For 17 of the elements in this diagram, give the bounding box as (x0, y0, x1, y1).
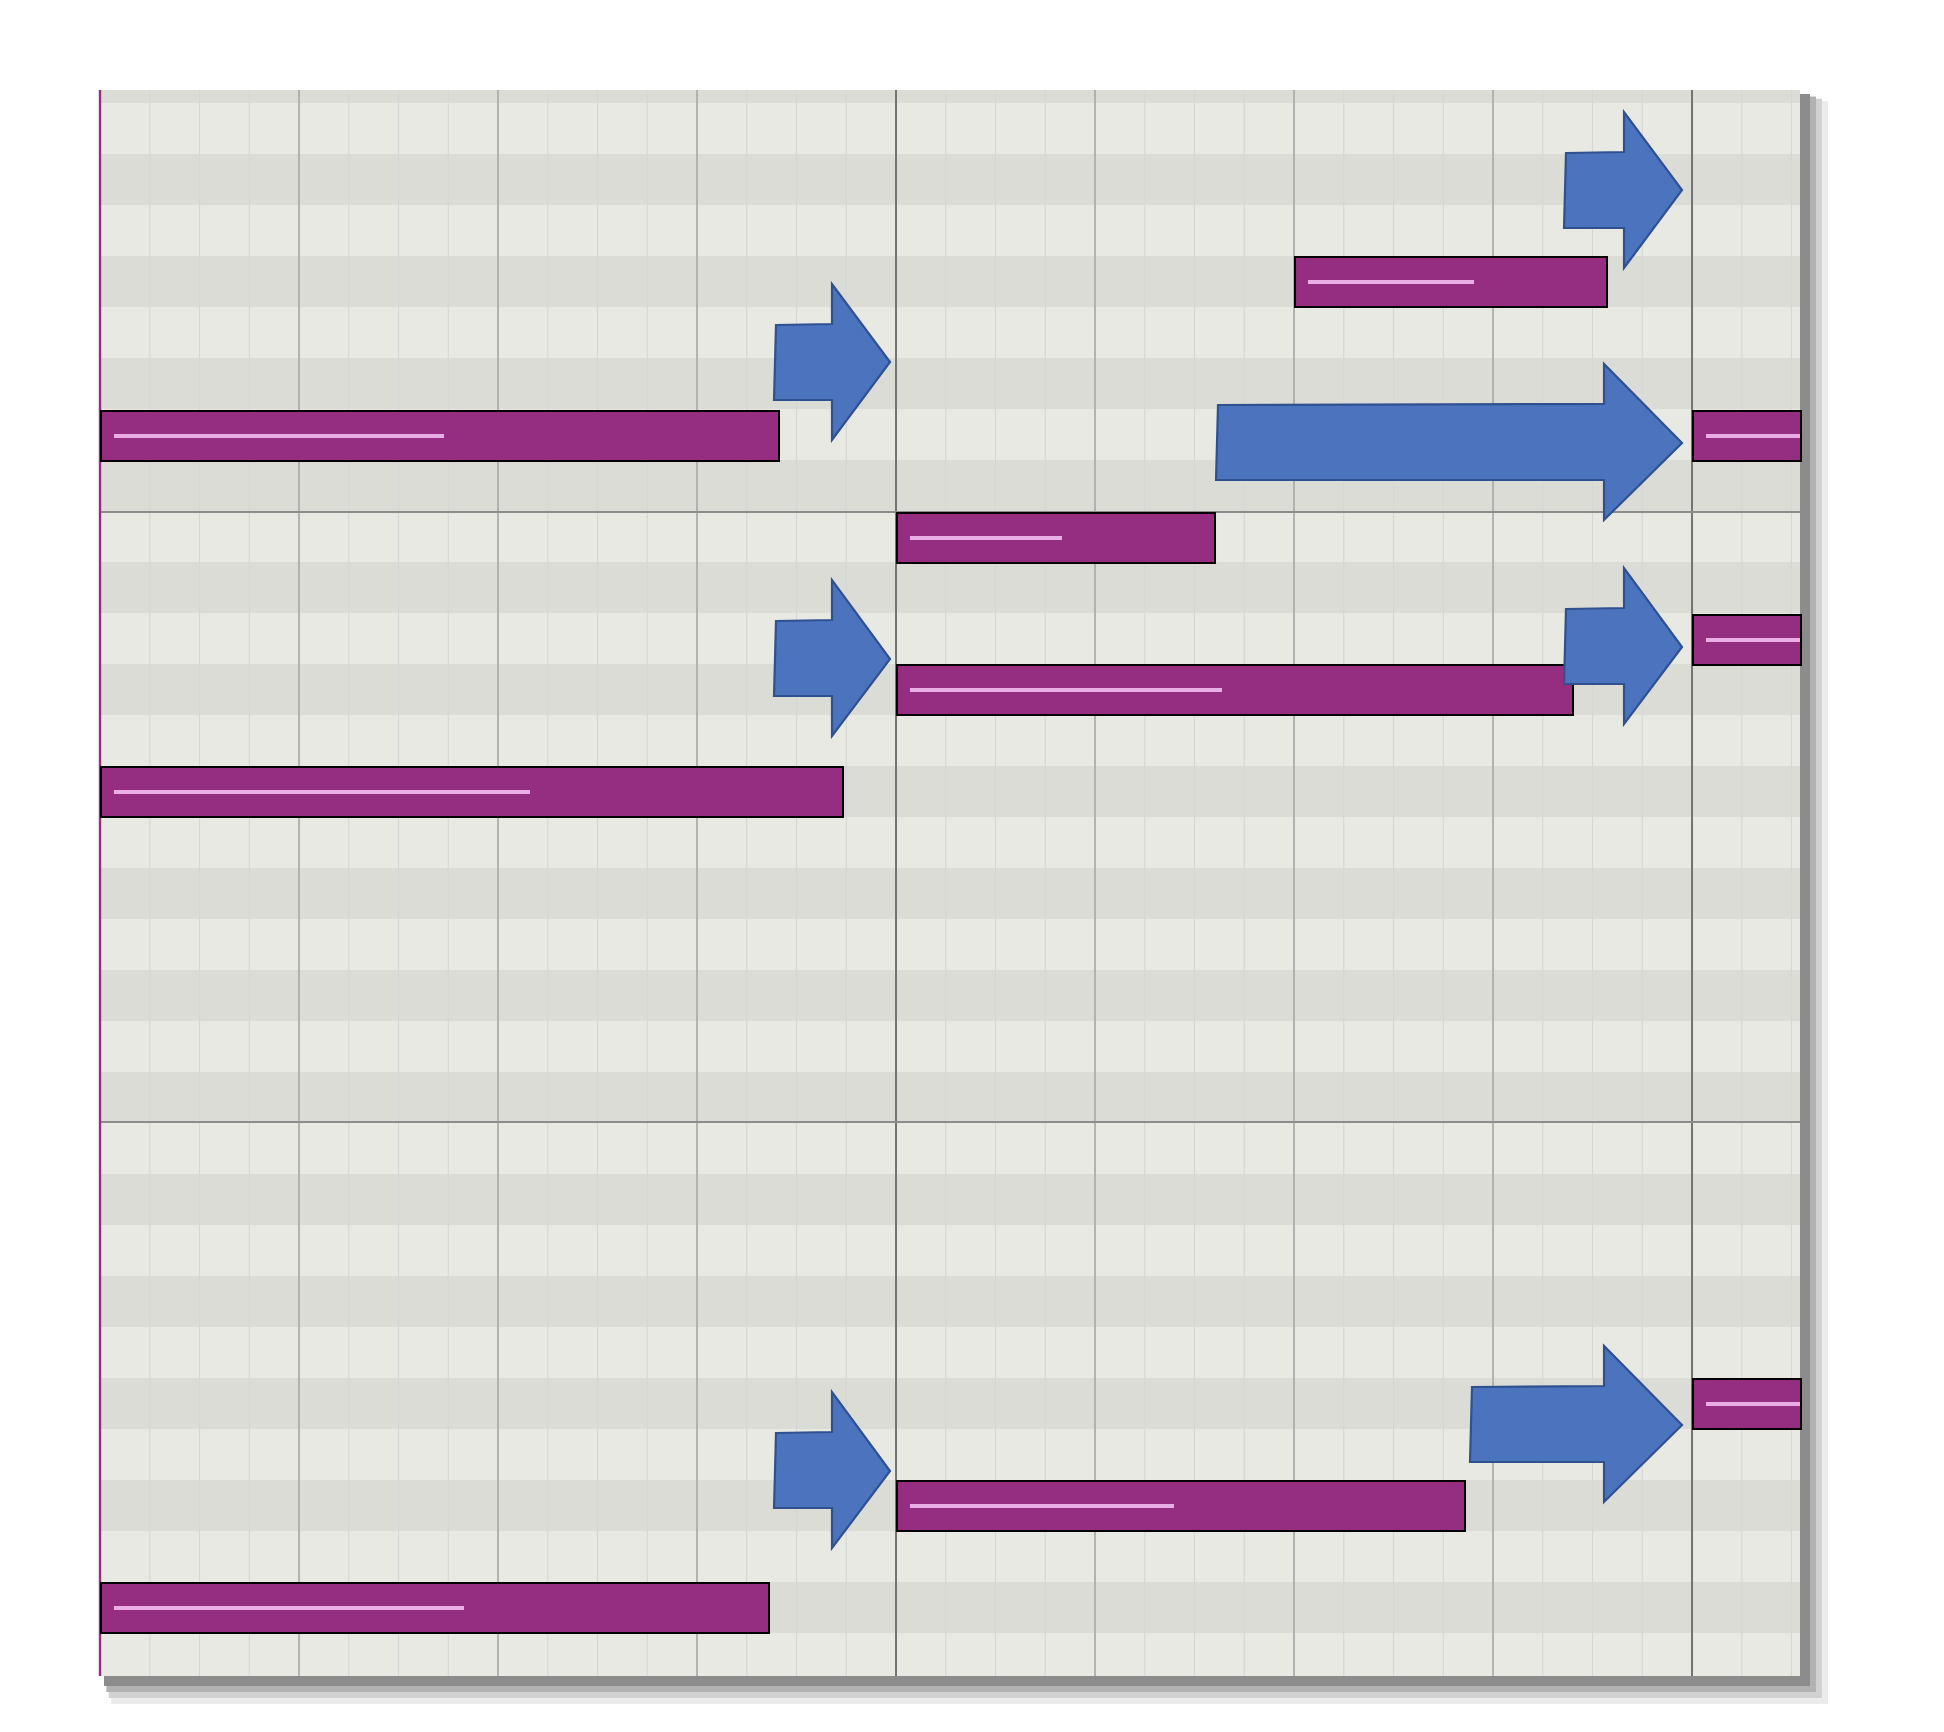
note-bar (100, 1582, 770, 1634)
block-arrow (772, 576, 892, 740)
note-bar (896, 1480, 1466, 1532)
block-arrow (1468, 1343, 1684, 1505)
block-arrow (772, 280, 892, 444)
note-bar (896, 664, 1574, 716)
note-bar (1294, 256, 1608, 308)
note-bar (896, 512, 1216, 564)
note-bar (1692, 614, 1802, 666)
block-arrow (1562, 564, 1684, 728)
note-bar (100, 766, 844, 818)
block-arrow (1214, 361, 1684, 523)
block-arrow (772, 1388, 892, 1552)
note-bar (100, 410, 780, 462)
note-bar (1692, 410, 1802, 462)
note-bar (1692, 1378, 1802, 1430)
block-arrow (1562, 108, 1684, 272)
